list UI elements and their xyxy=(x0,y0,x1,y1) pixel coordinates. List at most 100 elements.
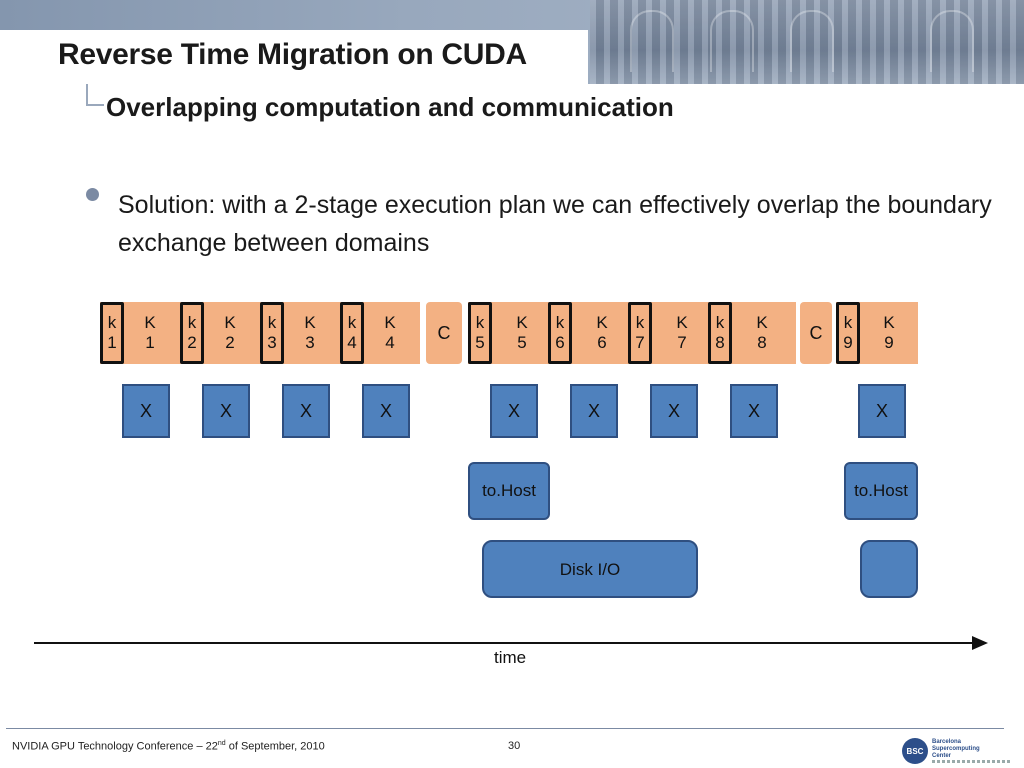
logo-line: Center xyxy=(932,753,952,759)
exchange-label: X xyxy=(219,401,232,421)
exchange-label: X xyxy=(299,401,312,421)
exchange-label: X xyxy=(747,401,760,421)
block-label-bottom: 1 xyxy=(145,333,155,352)
block-label-bottom: 3 xyxy=(305,333,315,352)
block-label-bottom: 3 xyxy=(267,333,277,352)
photo-arch xyxy=(630,10,674,72)
block-label-bottom: 6 xyxy=(555,333,565,352)
bsc-logo: BSC Barcelona Supercomputing Center xyxy=(902,738,1014,766)
to-host-block: to.Host xyxy=(468,462,550,520)
arrow-right-icon xyxy=(972,636,988,650)
exchange-block: X xyxy=(282,384,330,438)
logo-tagline xyxy=(932,760,1012,763)
disk-io-block xyxy=(860,540,918,598)
time-axis xyxy=(34,642,974,644)
block-label-bottom: 5 xyxy=(475,333,485,352)
block-label-top: K xyxy=(756,313,768,332)
block-label-top: K xyxy=(144,313,156,332)
block-label-top: k xyxy=(107,313,117,332)
photo-arch xyxy=(710,10,754,72)
block-label-bottom: 5 xyxy=(517,333,527,352)
disk-io-block: Disk I/O xyxy=(482,540,698,598)
block-label-bottom: 2 xyxy=(225,333,235,352)
block-label-top: k xyxy=(555,313,565,332)
time-axis-label: time xyxy=(494,648,527,667)
block-label-bottom: 1 xyxy=(107,333,117,352)
communication-block: C xyxy=(800,302,832,364)
communication-label: C xyxy=(437,323,451,343)
block-label-top: K xyxy=(384,313,396,332)
logo-line: Barcelona xyxy=(932,739,962,745)
communication-block: C xyxy=(426,302,462,364)
block-label-top: k xyxy=(347,313,357,332)
photo-arch xyxy=(930,10,974,72)
footer-date-suffix: nd xyxy=(217,740,226,747)
exchange-label: X xyxy=(379,401,392,421)
exchange-block: X xyxy=(362,384,410,438)
block-label-top: K xyxy=(516,313,528,332)
logo-mark: BSC xyxy=(902,738,928,764)
block-label-top: k xyxy=(187,313,197,332)
block-label-top: k xyxy=(715,313,725,332)
exchange-block: X xyxy=(858,384,906,438)
block-label-bottom: 8 xyxy=(757,333,767,352)
block-label-top: k xyxy=(635,313,645,332)
communication-label: C xyxy=(809,323,823,343)
block-label-top: k xyxy=(267,313,277,332)
block-label-top: k xyxy=(843,313,853,332)
exchange-block: X xyxy=(730,384,778,438)
to-host-label: to.Host xyxy=(854,481,908,500)
photo-arch xyxy=(790,10,834,72)
subtitle-bracket xyxy=(86,84,104,106)
block-label-top: k xyxy=(475,313,485,332)
block-label-bottom: 9 xyxy=(884,333,894,352)
slide-subtitle: Overlapping computation and communicatio… xyxy=(106,92,674,122)
page-number: 30 xyxy=(508,740,521,752)
exchange-label: X xyxy=(507,401,520,421)
logo-wordmark: Barcelona Supercomputing Center xyxy=(932,739,1012,760)
block-label-top: K xyxy=(596,313,608,332)
block-label-bottom: 8 xyxy=(715,333,725,352)
slide-title: Reverse Time Migration on CUDA xyxy=(58,38,527,71)
bullet-text: Solution: with a 2-stage execution plan … xyxy=(118,191,992,257)
block-label-bottom: 4 xyxy=(347,333,357,352)
footer-date: of September, 2010 xyxy=(225,740,325,753)
footer-conference-name: NVIDIA GPU Technology Conference – 22 xyxy=(12,740,218,753)
exchange-block: X xyxy=(650,384,698,438)
exchange-label: X xyxy=(587,401,600,421)
logo-line: Supercomputing xyxy=(932,746,980,752)
footer-divider xyxy=(6,728,1004,729)
to-host-label: to.Host xyxy=(482,481,536,500)
block-label-bottom: 2 xyxy=(187,333,197,352)
to-host-block: to.Host xyxy=(844,462,918,520)
exchange-block: X xyxy=(490,384,538,438)
